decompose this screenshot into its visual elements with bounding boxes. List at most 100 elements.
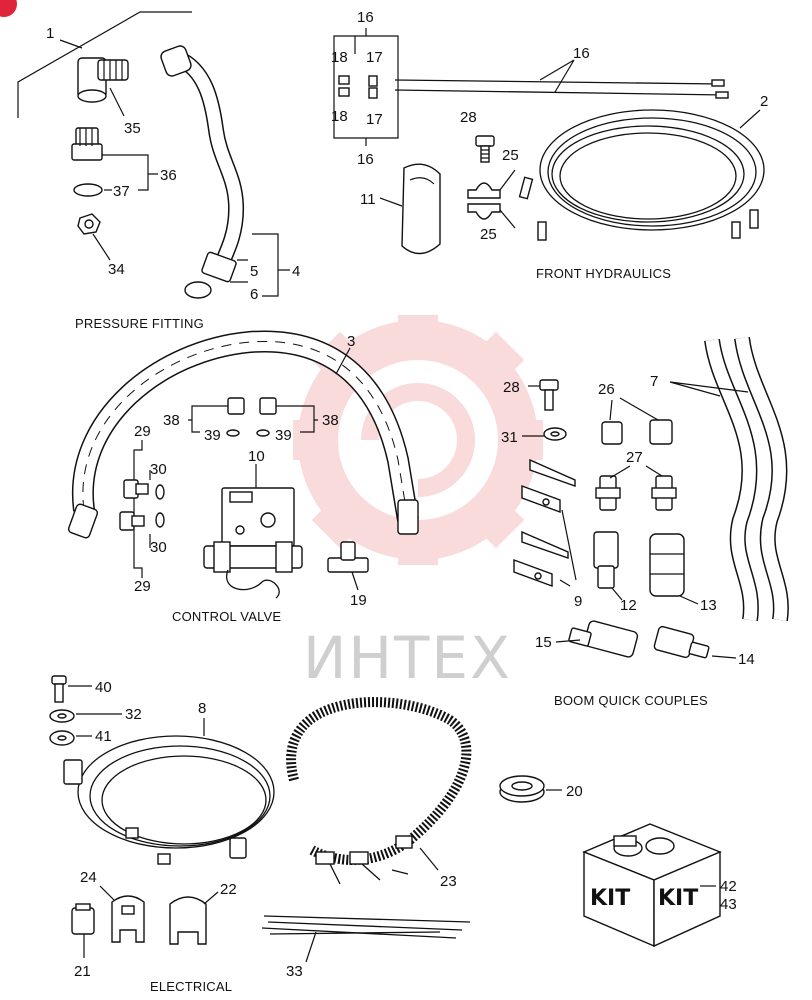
section-title-electrical: ELECTRICAL [150, 979, 232, 994]
callout-37: 37 [113, 183, 130, 200]
kit-box-icon [582, 823, 722, 948]
control-valve-group [67, 330, 419, 599]
watermark-text: ИНТЕХ [303, 624, 512, 692]
nut-icon [49, 730, 75, 746]
callout-29-bottom: 29 [134, 578, 151, 595]
coupler-body-icon [593, 531, 619, 589]
callout-17-top: 17 [366, 49, 383, 66]
callout-28-top: 28 [460, 109, 477, 126]
callout-42: 42 [720, 878, 737, 895]
callout-7: 7 [650, 373, 658, 390]
callout-31: 31 [501, 429, 518, 446]
callout-38-left: 38 [163, 412, 180, 429]
callout-30-top: 30 [150, 461, 167, 478]
tee-fitting-icon [327, 541, 369, 573]
adapter-fitting-icon [71, 127, 103, 161]
mounting-bracket-icon [513, 458, 576, 588]
corner-badge-icon [0, 0, 17, 17]
washer-icon [49, 709, 75, 723]
section-title-control-valve: CONTROL VALVE [172, 609, 281, 624]
callout-1: 1 [46, 25, 54, 42]
section-titles: PRESSURE FITTING FRONT HYDRAULICS CONTRO… [75, 266, 708, 994]
hydraulic-hose-coil-icon [518, 109, 765, 241]
callout-29-top: 29 [134, 423, 151, 440]
switch-cover-icon [111, 895, 145, 943]
boom-quick-couples-group [513, 336, 789, 659]
grommet-icon [499, 775, 545, 803]
callout-25-top: 25 [502, 147, 519, 164]
callout-17-bottom: 17 [366, 111, 383, 128]
screw-icon [51, 675, 67, 703]
bolt-icon [475, 135, 495, 163]
coiled-harness-icon [286, 697, 472, 885]
quick-coupler-male-icon [653, 625, 710, 659]
cable-tie-bundle-icon [261, 915, 471, 939]
callout-32: 32 [125, 706, 142, 723]
callout-12: 12 [620, 597, 637, 614]
callout-16-top: 16 [357, 9, 374, 26]
callout-39-left: 39 [204, 427, 221, 444]
callout-21: 21 [74, 963, 91, 980]
electrical-group: KIT KIT [49, 675, 722, 963]
washer-icon [543, 427, 567, 441]
callout-40: 40 [95, 679, 112, 696]
callout-10: 10 [248, 448, 265, 465]
callout-14: 14 [738, 651, 755, 668]
elbow-fitting-icon [227, 397, 277, 415]
callout-35: 35 [124, 120, 141, 137]
adapter-fitting-icon [595, 475, 677, 511]
callout-16-wires: 16 [573, 45, 590, 62]
callout-39-right: 39 [275, 427, 292, 444]
wire-harness-icon [63, 735, 275, 865]
kit-label-right: KIT [658, 886, 698, 911]
callout-25-bottom: 25 [480, 226, 497, 243]
elbow-fitting-icon [77, 57, 129, 103]
bolt-icon [539, 379, 559, 411]
pressure-tube-icon [160, 45, 245, 299]
callout-11: 11 [360, 191, 376, 208]
callout-9: 9 [574, 593, 582, 610]
o-ring-icon [73, 183, 103, 197]
callout-23: 23 [440, 873, 457, 890]
callout-30-bottom: 30 [150, 539, 167, 556]
section-title-pressure-fitting: PRESSURE FITTING [75, 316, 204, 331]
callout-34: 34 [108, 261, 125, 278]
clamp-icon [467, 182, 501, 220]
boom-hose-pair-icon [704, 336, 789, 622]
callout-20: 20 [566, 783, 583, 800]
callout-16-bottom: 16 [357, 151, 374, 168]
callout-3: 3 [347, 333, 355, 350]
callout-19: 19 [350, 592, 367, 609]
o-ring-icon [226, 429, 240, 437]
fitting-tee-icon [119, 479, 149, 531]
callout-43: 43 [720, 896, 737, 913]
sleeved-hose-icon [67, 330, 419, 539]
callout-28-mid: 28 [503, 379, 520, 396]
fitting-cap-icon [601, 419, 673, 445]
callout-38-right: 38 [322, 412, 339, 429]
callout-13: 13 [700, 597, 717, 614]
callout-36: 36 [160, 167, 177, 184]
o-ring-icon [155, 484, 165, 500]
callout-2: 2 [760, 93, 768, 110]
o-ring-icon [155, 512, 165, 528]
callout-27: 27 [626, 449, 643, 466]
plug-connector-icon [71, 903, 95, 935]
callout-5: 5 [250, 263, 258, 280]
section-title-boom-quick-couples: BOOM QUICK COUPLES [554, 693, 708, 708]
o-ring-icon [256, 429, 270, 437]
coupler-female-icon [649, 533, 685, 597]
switch-cap-icon [169, 896, 207, 945]
front-hydraulics-group [333, 28, 765, 255]
callout-8: 8 [198, 700, 206, 717]
pressure-fitting-group [17, 11, 290, 299]
nut-icon [77, 213, 101, 235]
callout-26: 26 [598, 381, 615, 398]
joystick-handle-icon [401, 163, 441, 255]
quick-coupler-icon [568, 620, 639, 658]
control-valve-body-icon [203, 487, 303, 599]
callout-24: 24 [80, 869, 97, 886]
callout-18-top: 18 [331, 49, 348, 66]
section-title-front-hydraulics: FRONT HYDRAULICS [536, 266, 671, 281]
